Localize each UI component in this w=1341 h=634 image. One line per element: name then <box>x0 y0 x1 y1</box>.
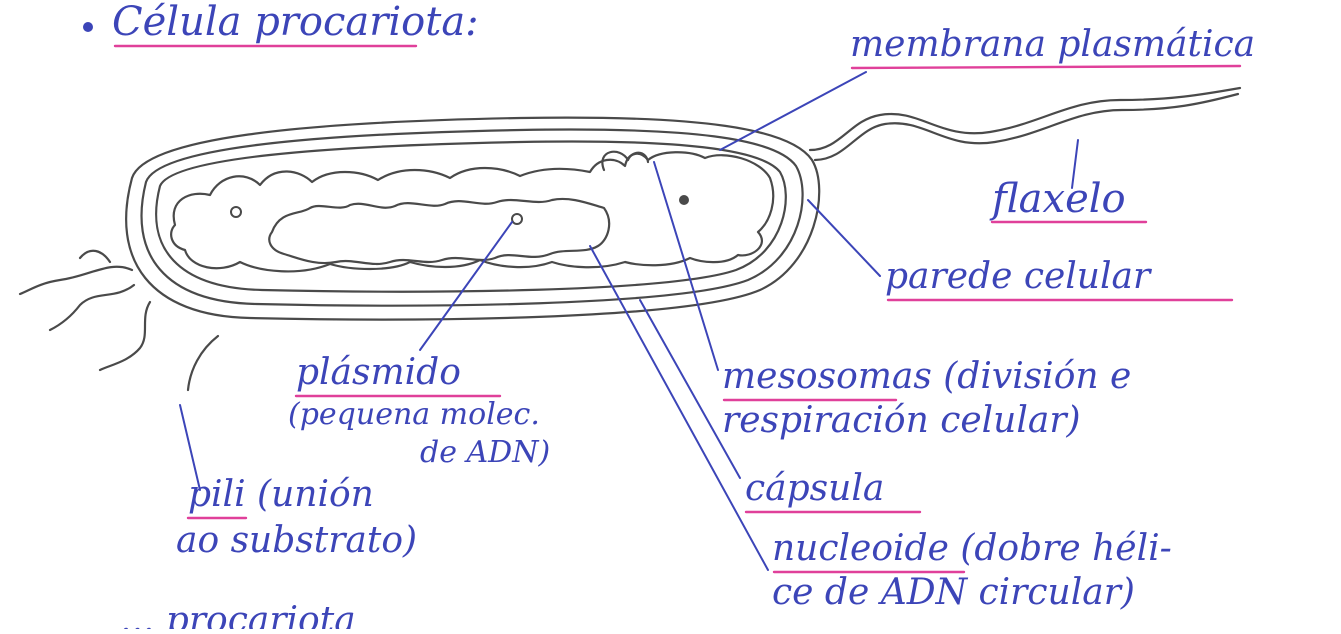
label-capsula: cápsula <box>745 468 884 509</box>
nucleoid-loop <box>269 199 609 264</box>
plasma-membrane-outline <box>156 141 786 291</box>
pilus-5 <box>80 251 110 262</box>
label-parede: parede celular <box>885 256 1152 297</box>
title: Célula procariota: <box>112 0 479 45</box>
pilus-3 <box>100 302 150 370</box>
leader-plasmido <box>420 222 512 350</box>
flagellum-inner <box>815 94 1238 160</box>
flagellum <box>810 88 1240 150</box>
label-flaxelo: flaxelo <box>989 176 1126 222</box>
label-plasmido-2: (pequena molec. <box>288 397 540 432</box>
granule-dark <box>679 195 689 205</box>
granule <box>231 207 241 217</box>
label-plasmido-3: de ADN) <box>420 435 550 470</box>
cell-drawing <box>20 88 1240 390</box>
underline-membrana <box>852 66 1240 68</box>
title-bullet <box>83 22 93 32</box>
leader-mesosomas <box>654 162 718 370</box>
label-mesosomas-1: mesosomas (división e <box>722 356 1131 397</box>
pilus-1 <box>20 267 132 294</box>
pilus-4 <box>188 336 218 390</box>
label-pili-2: ao substrato) <box>176 520 417 561</box>
label-plasmido-1: plásmido <box>296 352 461 393</box>
label-mesosomas-2: respiración celular) <box>722 400 1081 441</box>
plasmid-circle <box>512 214 522 224</box>
label-nucleoide-1: nucleoide (dobre héli- <box>772 528 1172 569</box>
bottom-fragment: ... procariota <box>120 600 356 629</box>
label-pili-1: pili (unión <box>188 474 374 515</box>
label-membrana: membrana plasmática <box>850 24 1255 65</box>
leader-membrana <box>720 72 866 150</box>
pilus-2 <box>50 285 134 330</box>
label-nucleoide-2: ce de ADN circular) <box>772 572 1135 613</box>
leader-parede <box>808 200 880 276</box>
